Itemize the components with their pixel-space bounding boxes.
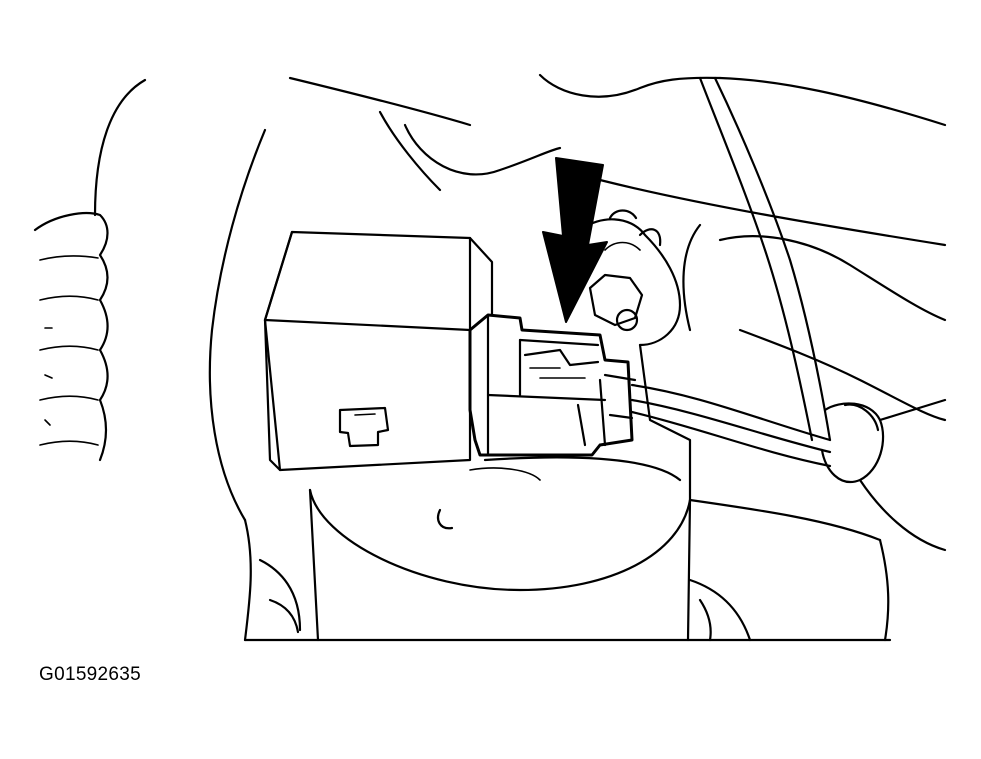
relay-box bbox=[263, 230, 494, 472]
right-hose bbox=[682, 76, 947, 552]
electrical-connector bbox=[468, 313, 637, 457]
left-hose bbox=[33, 78, 147, 462]
upper-housing-outline bbox=[288, 73, 947, 247]
wiring-harness bbox=[630, 383, 832, 468]
cylindrical-unit bbox=[308, 456, 692, 642]
figure-id-label: G01592635 bbox=[39, 664, 142, 685]
left-body-contour bbox=[208, 128, 302, 642]
lower-right-contour bbox=[688, 498, 890, 642]
pointer-arrow bbox=[542, 157, 608, 323]
mounting-bolt bbox=[578, 209, 692, 502]
